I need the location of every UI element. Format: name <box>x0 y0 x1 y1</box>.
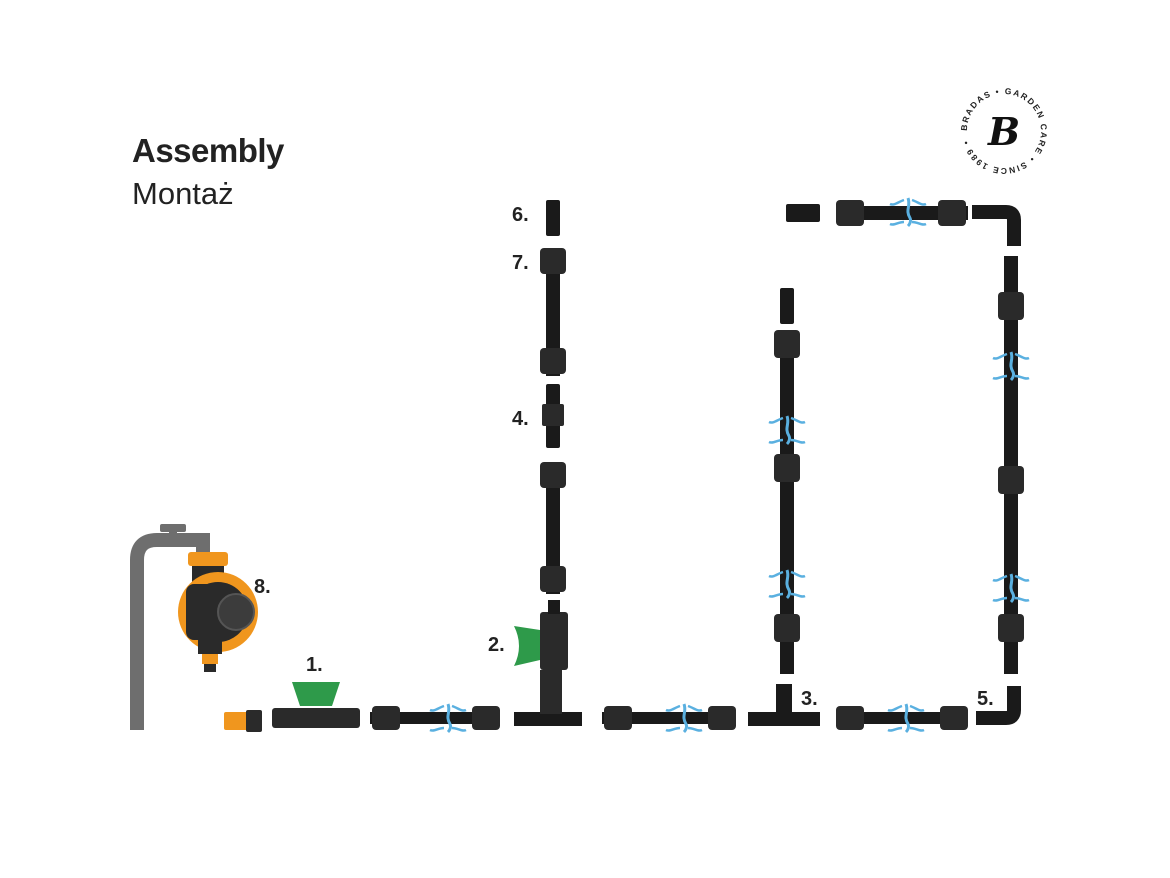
end-plug-top <box>786 204 820 222</box>
tap-spout <box>196 534 210 556</box>
tap-group <box>130 524 210 730</box>
step-label-7: 7. <box>512 252 529 274</box>
end-plug-6 <box>546 200 560 236</box>
step-label-3: 3. <box>801 688 818 710</box>
step-label-8: 8. <box>254 576 271 598</box>
branch-2 <box>514 200 568 670</box>
top-line <box>786 196 1021 246</box>
branch-5 <box>991 256 1031 674</box>
tee-3 <box>748 712 820 726</box>
tap-handle <box>160 524 186 532</box>
tee-2 <box>514 712 582 726</box>
elbow-5 <box>976 686 1021 725</box>
water-timer <box>178 552 258 672</box>
page-subtitle: Montaż <box>132 176 234 211</box>
quick-connector <box>224 712 248 730</box>
step-label-6: 6. <box>512 204 529 226</box>
valve-body-2 <box>540 612 568 670</box>
step-label-5: 5. <box>977 688 994 710</box>
coupler-7 <box>540 248 566 274</box>
step-label-4: 4. <box>512 408 529 430</box>
logo-monogram: B <box>987 109 1020 154</box>
step-label-2: 2. <box>488 634 505 656</box>
valve-body-1 <box>272 708 360 728</box>
valve-handle-2 <box>514 626 540 666</box>
step-label-1: 1. <box>306 654 323 676</box>
timer-body <box>186 584 230 640</box>
branch-3 <box>767 288 807 674</box>
bradas-logo: BRADAS • GARDEN CARE • SINCE 1989 • B <box>957 84 1051 178</box>
wall-pipe <box>130 533 210 730</box>
timer-dial <box>217 593 255 631</box>
page-title: Assembly <box>132 132 284 169</box>
end-plug-branch-3 <box>780 288 794 324</box>
valve-handle-1 <box>292 682 340 706</box>
main-line <box>224 670 1021 734</box>
timer-nut <box>188 552 228 566</box>
elbow-top <box>972 205 1021 246</box>
